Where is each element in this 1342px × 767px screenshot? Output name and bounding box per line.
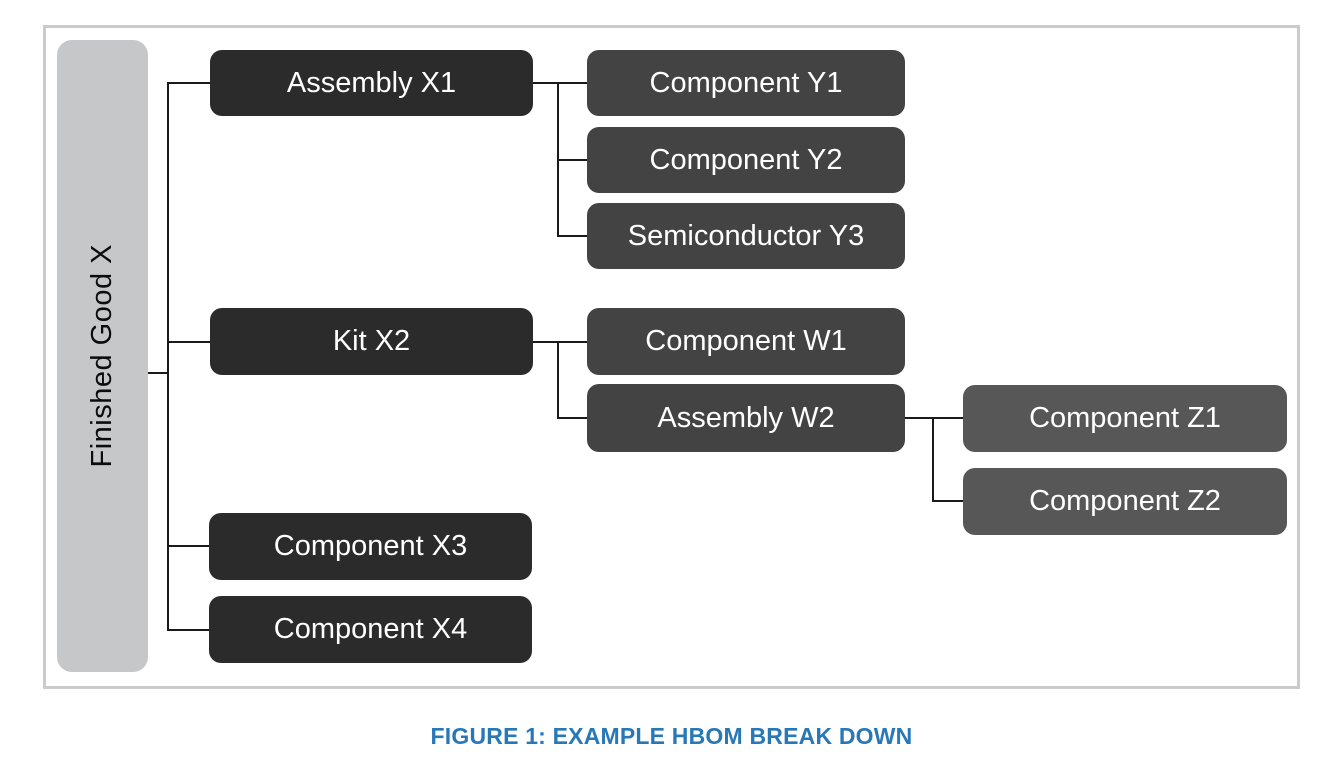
- connector-branch-assembly-w2: [557, 417, 587, 419]
- connector-branch-component-x3: [167, 545, 210, 547]
- node-label: Component W1: [645, 325, 847, 357]
- node-label: Component X4: [273, 613, 468, 645]
- node-assembly-x1: Assembly X1: [210, 50, 533, 116]
- connector-branch-component-z1: [932, 417, 963, 419]
- connector-branch-kit-x2: [167, 341, 210, 343]
- node-label: Component Y2: [649, 143, 843, 176]
- connector-branch-semiconductor-y3: [557, 235, 587, 237]
- node-label: Component Z2: [1029, 485, 1221, 517]
- node-label: Kit X2: [332, 325, 411, 357]
- connector-branch-assembly-x1: [167, 82, 210, 84]
- node-component-w1: Component W1: [587, 308, 905, 375]
- connector-branch-component-w1: [557, 341, 587, 343]
- node-label: Component X3: [273, 530, 468, 562]
- connector-branch-component-x4: [167, 629, 210, 631]
- node-semiconductor-y3: Semiconductor Y3: [587, 203, 905, 269]
- node-label: Semiconductor Y3: [627, 219, 865, 252]
- figure-caption: FIGURE 1: EXAMPLE HBOM BREAK DOWN: [430, 723, 913, 749]
- connector-w2-out: [905, 417, 933, 419]
- node-component-z2: Component Z2: [963, 468, 1287, 535]
- node-component-y1: Component Y1: [587, 50, 905, 116]
- connector-branch-component-z2: [932, 500, 963, 502]
- node-label: Finished Good X: [86, 244, 118, 468]
- node-component-x3: Component X3: [209, 513, 532, 580]
- connector-branch-component-y1: [557, 82, 587, 84]
- node-component-x4: Component X4: [209, 596, 532, 663]
- node-label: Component Y1: [649, 66, 843, 99]
- node-finished-good-x: Finished Good X: [57, 40, 148, 672]
- node-component-z1: Component Z1: [963, 385, 1287, 452]
- node-kit-x2: Kit X2: [210, 308, 533, 375]
- connector-w-stub: [557, 341, 559, 419]
- connector-x2-out: [533, 341, 558, 343]
- connector-branch-component-y2: [557, 159, 587, 161]
- connector-x1-out: [533, 82, 558, 84]
- node-component-y2: Component Y2: [587, 127, 905, 193]
- node-label: Component Z1: [1029, 402, 1221, 434]
- connector-root-out: [148, 372, 168, 374]
- node-label: Assembly X1: [286, 66, 457, 99]
- connector-z-stub: [932, 417, 934, 502]
- connector-trunk: [167, 82, 169, 631]
- node-label: Assembly W2: [657, 401, 835, 434]
- node-assembly-w2: Assembly W2: [587, 384, 905, 452]
